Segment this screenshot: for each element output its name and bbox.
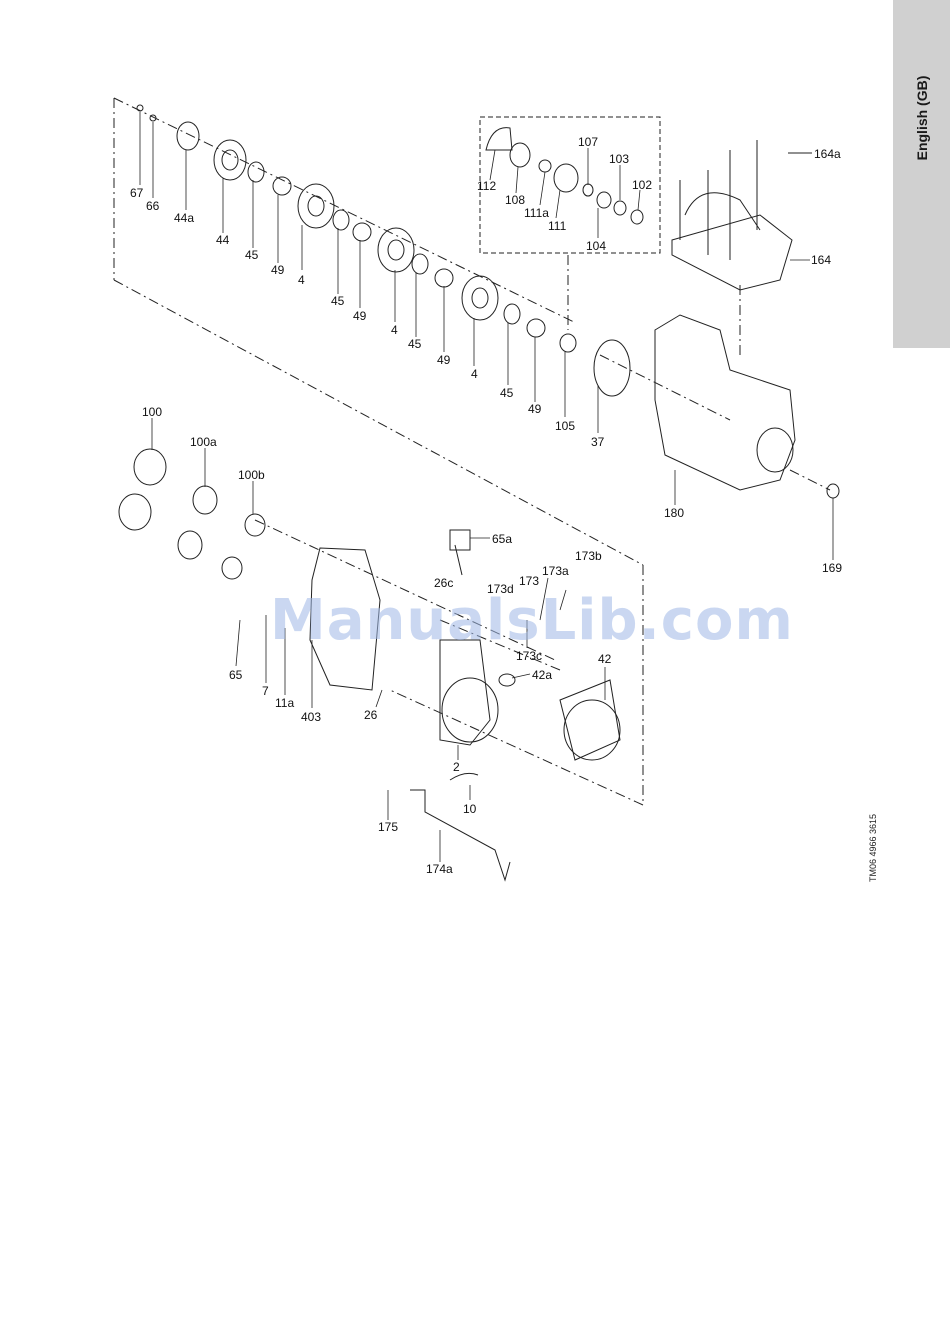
callout-175: 175 xyxy=(378,820,398,834)
part-10 xyxy=(450,773,478,780)
callout-49: 49 xyxy=(437,353,451,367)
cable-174a xyxy=(410,790,510,880)
stage-row xyxy=(248,162,576,352)
callout-49: 49 xyxy=(271,263,285,277)
callout-100b: 100b xyxy=(238,468,265,482)
part-44a xyxy=(177,122,199,150)
callout-42: 42 xyxy=(598,652,612,666)
callout-164a: 164a xyxy=(814,147,841,161)
callout-173: 173 xyxy=(519,574,539,588)
callout-67: 67 xyxy=(130,186,144,200)
callout-45: 45 xyxy=(331,294,345,308)
callout-45: 45 xyxy=(245,248,259,262)
callout-104: 104 xyxy=(586,239,606,253)
callout-44: 44 xyxy=(216,233,230,247)
callout-4: 4 xyxy=(298,273,305,287)
leader-lines xyxy=(140,112,833,862)
callout-173b: 173b xyxy=(575,549,602,563)
callout-26: 26 xyxy=(364,708,378,722)
figure-reference-code: TM06 4966 3615 xyxy=(868,814,878,882)
callout-labels: 67 66 44a 44 45 49 4 45 49 4 45 49 4 45 … xyxy=(130,135,842,876)
part-67 xyxy=(137,105,143,111)
callout-2: 2 xyxy=(453,760,460,774)
callout-108: 108 xyxy=(505,193,525,207)
callout-100a: 100a xyxy=(190,435,217,449)
callout-102: 102 xyxy=(632,178,652,192)
cover-screws xyxy=(680,140,812,260)
callout-45: 45 xyxy=(408,337,422,351)
callout-10: 10 xyxy=(463,802,477,816)
washer-42a xyxy=(499,674,515,686)
cover-164 xyxy=(672,215,792,290)
callout-180: 180 xyxy=(664,506,684,520)
o-ring-37 xyxy=(594,340,630,396)
callout-173a: 173a xyxy=(542,564,569,578)
callout-103: 103 xyxy=(609,152,629,166)
watermark: ManualsLib.com xyxy=(270,588,794,653)
callout-105: 105 xyxy=(555,419,575,433)
callout-49: 49 xyxy=(353,309,367,323)
callout-112: 112 xyxy=(477,179,496,193)
motor-housing-180 xyxy=(655,315,795,490)
assembly-frame-lines xyxy=(114,98,830,805)
callout-111: 111 xyxy=(548,219,567,233)
callout-45: 45 xyxy=(500,386,514,400)
callout-11a: 11a xyxy=(275,696,294,710)
callout-7: 7 xyxy=(262,684,269,698)
callout-4: 4 xyxy=(391,323,398,337)
callout-403: 403 xyxy=(301,710,321,724)
callout-66: 66 xyxy=(146,199,160,213)
seal-kit-parts xyxy=(486,128,643,224)
callout-164: 164 xyxy=(811,253,831,267)
callout-4: 4 xyxy=(471,367,478,381)
callout-44a: 44a xyxy=(174,211,194,225)
plug-169 xyxy=(827,484,839,498)
callout-65a: 65a xyxy=(492,532,512,546)
callout-107: 107 xyxy=(578,135,598,149)
callout-49: 49 xyxy=(528,402,542,416)
callout-174a: 174a xyxy=(426,862,453,876)
callout-169: 169 xyxy=(822,561,842,575)
callout-65: 65 xyxy=(229,668,243,682)
callout-111a: 111a xyxy=(524,206,549,220)
callout-42a: 42a xyxy=(532,668,552,682)
callout-100: 100 xyxy=(142,405,162,419)
callout-37: 37 xyxy=(591,435,605,449)
